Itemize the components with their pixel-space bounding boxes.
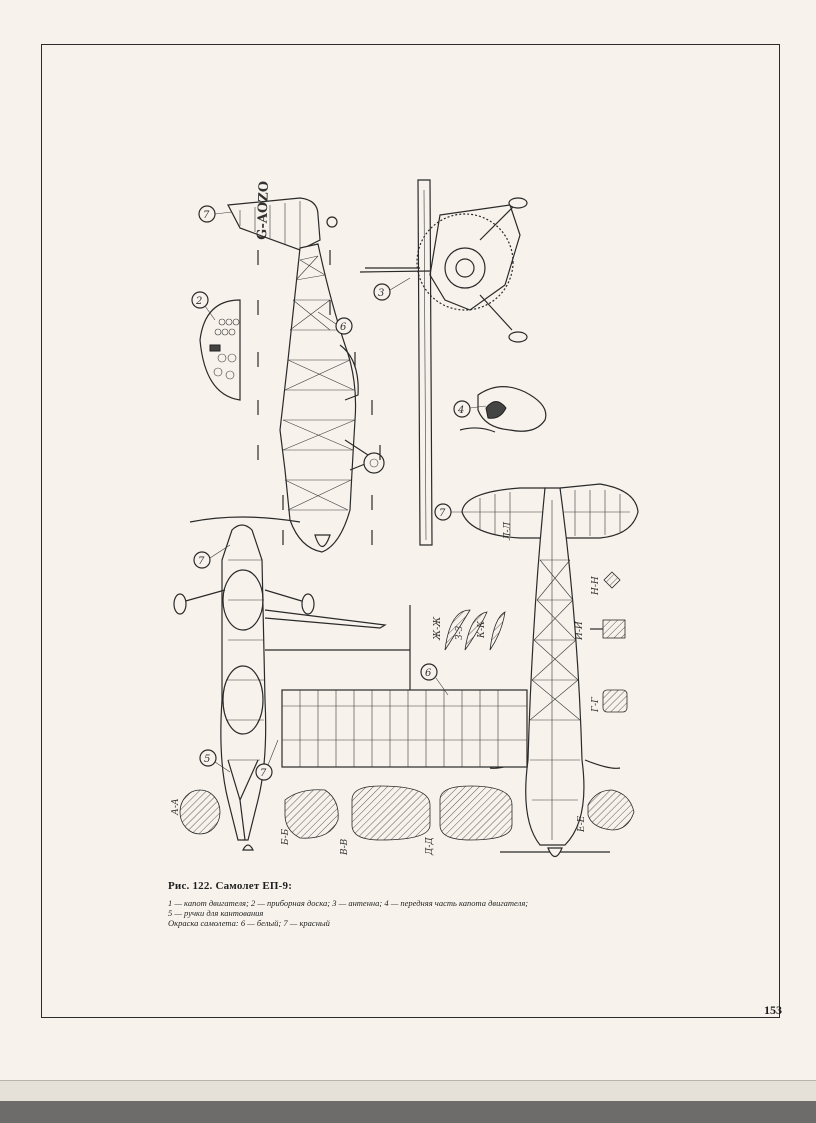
- tail-fin: [227, 197, 321, 251]
- section-label-v: В-В: [340, 838, 350, 856]
- section-label-i: И-И: [575, 621, 585, 641]
- plan-view-left: [173, 516, 387, 851]
- svg-text:6: 6: [340, 322, 347, 333]
- registration-mark: G-AOZO: [255, 181, 272, 240]
- section-label-zh: Ж-Ж: [433, 616, 443, 641]
- callout-9: 7: [255, 739, 279, 781]
- instrument-panel: [199, 299, 241, 401]
- section-label-e: Е-Е: [577, 815, 587, 833]
- callout-6: 7: [434, 503, 470, 521]
- section-label-z: З-З: [455, 625, 465, 640]
- front-view: [359, 179, 528, 546]
- callout-8: 5: [199, 749, 231, 773]
- cowling-detail: [459, 386, 547, 433]
- section-label-l: Л-Л: [503, 521, 513, 541]
- fuselage-top-right: [489, 487, 621, 858]
- figure-frame: [41, 44, 780, 1018]
- svg-text:3: 3: [378, 288, 384, 299]
- callout-5: 4: [453, 400, 487, 418]
- svg-text:2: 2: [195, 296, 202, 307]
- svg-text:7: 7: [198, 556, 205, 567]
- callout-2: 2: [191, 291, 216, 321]
- callout-4: 3: [373, 277, 411, 301]
- aircraft-drawing: G-AOZO: [171, 179, 639, 858]
- side-view: G-AOZO: [227, 181, 385, 553]
- section-label-n: Н-Н: [591, 576, 601, 596]
- wing-plan: [265, 605, 528, 768]
- airfoil-sections: [179, 571, 635, 841]
- callout-7: 7: [193, 544, 231, 569]
- figure-title: Рис. 122. Самолет ЕП-9:: [168, 880, 293, 892]
- section-labels: А-А Б-Б В-В Г-Г Д-Д Е-Е Ж-Ж З-З И-И К-К …: [171, 521, 601, 856]
- section-label-b: Б-Б: [281, 828, 291, 846]
- page-edge: [0, 1080, 816, 1101]
- callout-3: 6: [317, 311, 353, 335]
- callouts: 7 2 6 3 4 7 7 5 7 6: [191, 205, 487, 781]
- legend-line-1: 1 — капот двигателя; 2 — приборная доска…: [168, 898, 529, 908]
- fuselage-side: [279, 243, 357, 553]
- svg-text:6: 6: [425, 668, 432, 679]
- side-station-marks: [257, 250, 381, 545]
- callout-1: 7: [198, 205, 233, 223]
- section-label-k: К-К: [477, 620, 487, 639]
- svg-text:4: 4: [457, 405, 464, 416]
- section-label-g: Г-Г: [591, 696, 601, 713]
- figure-caption: Рис. 122. Самолет ЕП-9: 1 — капот двигат…: [168, 880, 768, 928]
- svg-text:7: 7: [203, 210, 210, 221]
- legend-line-3: Окраска самолета: 6 — белый; 7 — красный: [168, 918, 330, 928]
- page-number: 153: [764, 1003, 782, 1017]
- svg-text:7: 7: [260, 768, 267, 779]
- section-label-a: А-А: [171, 798, 181, 816]
- svg-text:5: 5: [204, 754, 210, 765]
- callout-10: 6: [420, 663, 449, 696]
- svg-text:7: 7: [439, 508, 446, 519]
- legend-line-2: 5 — ручки для кантования: [168, 908, 264, 918]
- section-label-d: Д-Д: [425, 837, 435, 856]
- book-page: [0, 0, 816, 1080]
